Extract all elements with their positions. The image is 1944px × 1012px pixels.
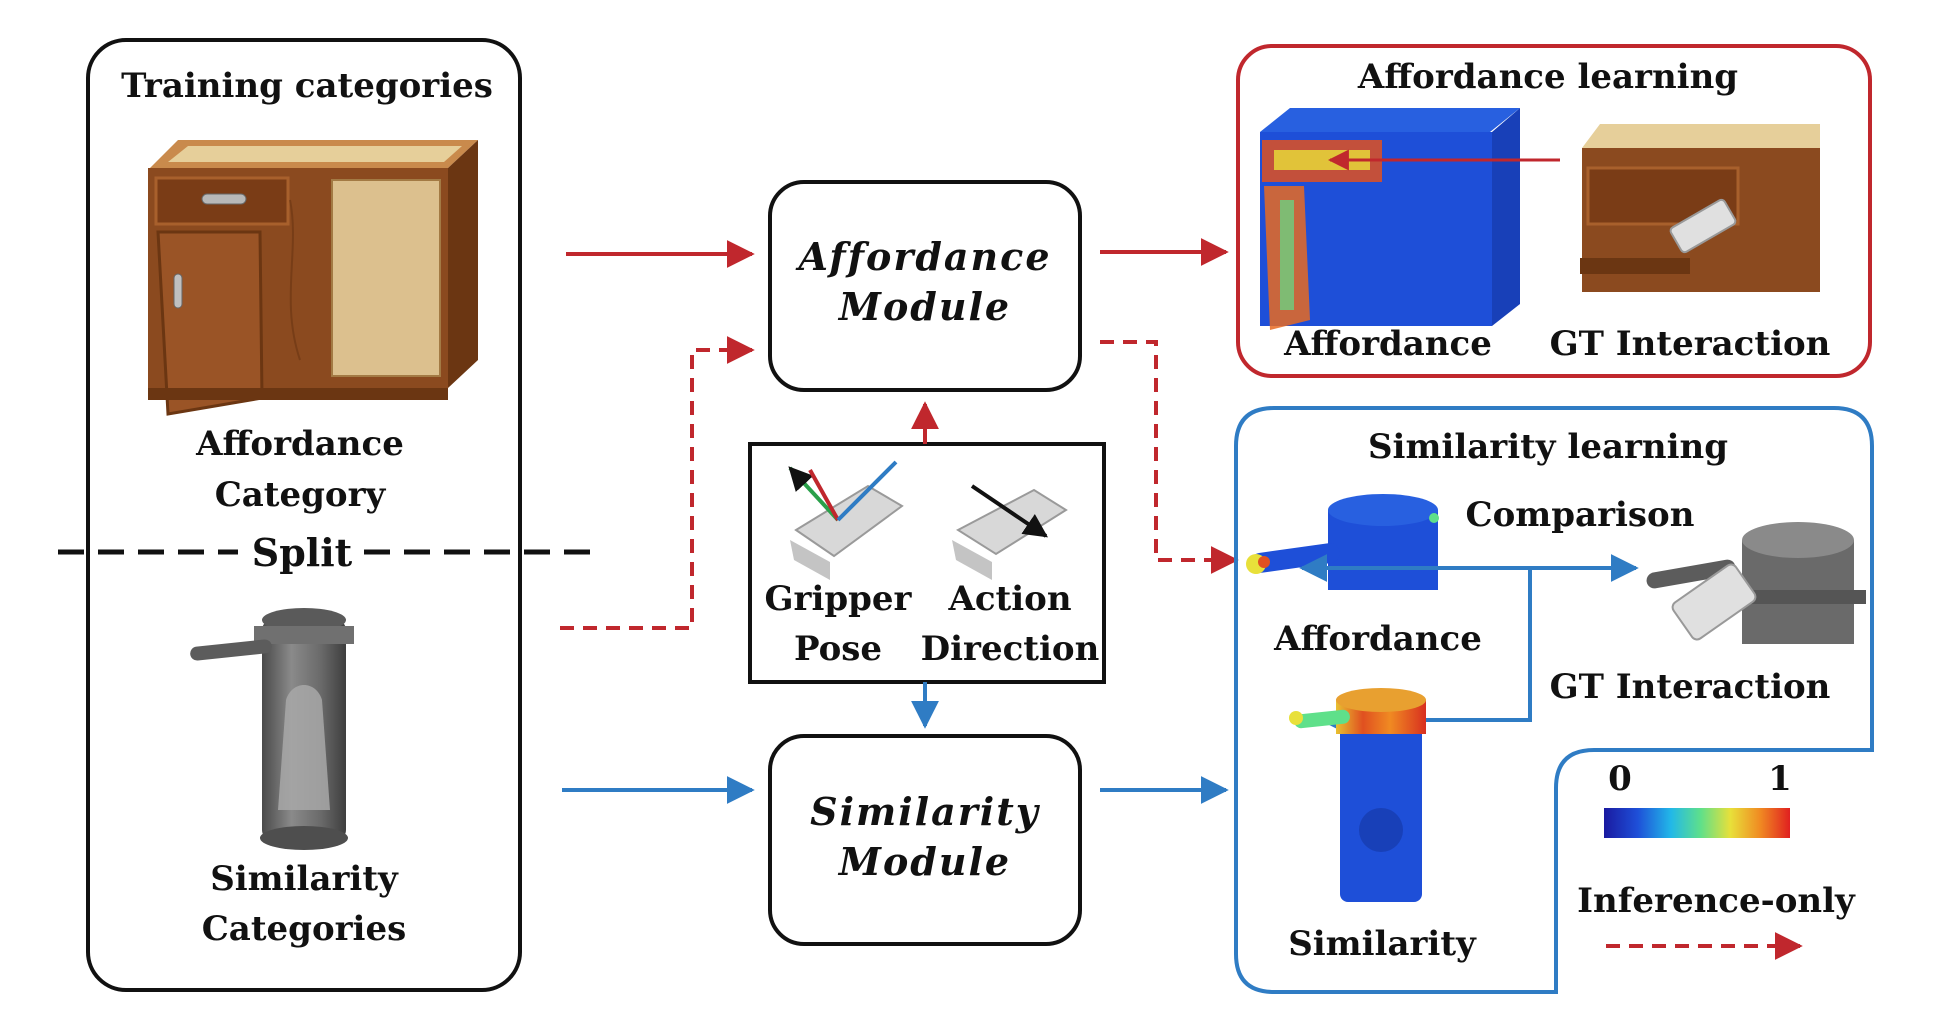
- affordance-module-box: [768, 180, 1082, 392]
- arrow-inference-input: [560, 336, 755, 630]
- affordance-category-label-1: Affordance: [195, 424, 404, 464]
- affordance-category-label-2: Category: [215, 475, 387, 515]
- similarity-categories-label-2: Categories: [202, 909, 406, 949]
- similarity-learning-panel: [1234, 406, 1874, 994]
- similarity-learning-title: Similarity learning: [1368, 427, 1728, 467]
- training-categories-panel: [86, 38, 522, 992]
- comparison-label: Comparison: [1466, 495, 1695, 535]
- similarity-module-line2: Module: [837, 839, 1011, 884]
- affordance-learning-panel: [1236, 44, 1872, 378]
- gripper-pose-image: [788, 460, 904, 580]
- affordance-module-line2: Module: [837, 284, 1011, 329]
- colorbar-max-label: 1: [1768, 759, 1792, 799]
- action-direction-image: [952, 484, 1068, 580]
- affordance-pointcloud-image: [1260, 108, 1560, 330]
- similarity-gt-image: [1646, 522, 1866, 644]
- colorbar: [1604, 808, 1790, 838]
- similarity-gt-caption: GT Interaction: [1550, 667, 1831, 707]
- similarity-module-line1: Similarity: [810, 789, 1041, 834]
- affordance-module-line1: Affordance: [795, 234, 1051, 279]
- affordance-learning-right-caption: GT Interaction: [1550, 324, 1831, 364]
- faucet-image: [190, 608, 354, 850]
- arrow-inference-output: [1100, 340, 1239, 574]
- affordance-gt-image: [1580, 124, 1820, 292]
- training-categories-title: Training categories: [121, 66, 493, 106]
- similarity-pointcloud: [1289, 688, 1426, 902]
- similarity-caption: Similarity: [1288, 924, 1477, 964]
- inference-only-label: Inference-only: [1577, 881, 1856, 921]
- action-direction-label-1: Action: [947, 579, 1071, 619]
- split-label: Split: [252, 530, 353, 575]
- affordance-learning-left-caption: Affordance: [1283, 324, 1492, 364]
- action-direction-label-2: Direction: [921, 629, 1100, 669]
- cabinet-image: [148, 140, 478, 416]
- similarity-module-box: [768, 734, 1082, 946]
- similarity-affordance-pointcloud: [1246, 494, 1439, 590]
- gripper-pose-label-1: Gripper: [765, 579, 913, 619]
- similarity-categories-label-1: Similarity: [210, 859, 399, 899]
- similarity-affordance-caption: Affordance: [1273, 619, 1482, 659]
- colorbar-min-label: 0: [1608, 759, 1632, 799]
- affordance-learning-title: Affordance learning: [1357, 57, 1738, 97]
- gripper-pose-label-2: Pose: [794, 629, 882, 669]
